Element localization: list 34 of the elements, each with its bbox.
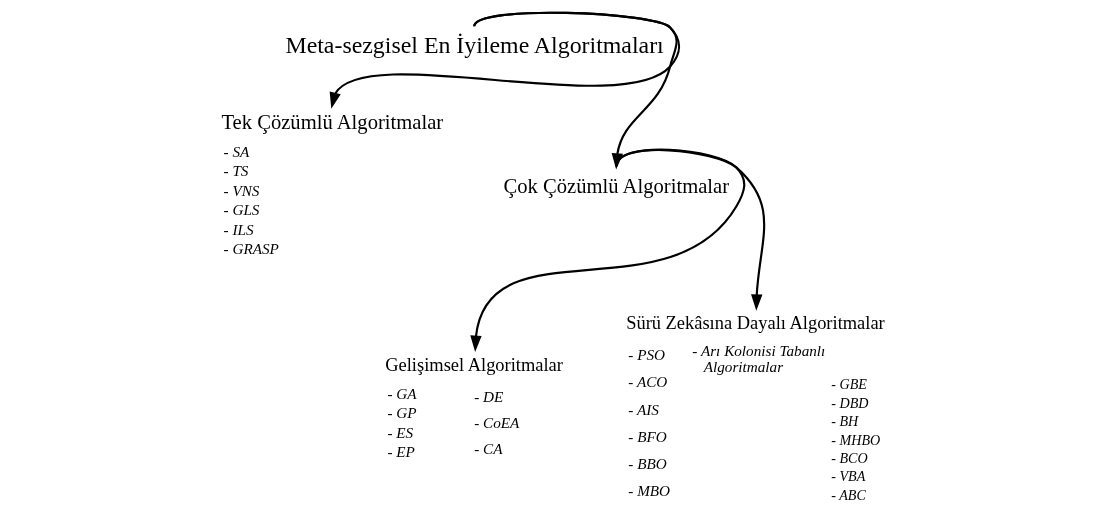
node-label: - ACO — [627, 373, 667, 391]
node-label: - TS — [223, 162, 248, 180]
node-label: - EP — [386, 443, 415, 461]
node-label: - BH — [830, 413, 858, 430]
node-label: - BCO — [830, 450, 868, 467]
node-label: - VNS — [223, 181, 259, 199]
node-label: - CoEA — [473, 414, 519, 432]
node-text: Gelişimsel Algoritmalar — [384, 355, 563, 375]
node-label: - PSO — [627, 346, 665, 364]
node-label: - DE — [473, 388, 503, 406]
arrow — [469, 148, 745, 352]
node-label: - GRASP — [223, 240, 279, 258]
node-label: - ES — [386, 423, 413, 441]
node-label: - Arı Kolonisi Tabanlı Algoritmalar — [691, 342, 825, 375]
node-label: - BBO — [627, 454, 667, 472]
node-label: - DBD — [830, 394, 868, 411]
node-label: - MHBO — [830, 431, 880, 448]
node-text: Çok Çözümlü Algoritmalar — [503, 174, 729, 197]
node-label: - GLS — [223, 201, 259, 219]
node-label: - MBO — [627, 481, 670, 499]
node-label: - GBE — [830, 376, 867, 393]
node-label: - ABC — [830, 486, 866, 503]
node-label: - GP — [386, 404, 417, 422]
node-label: - ILS — [223, 220, 254, 238]
node-label: - VBA — [830, 468, 865, 485]
node-text: Sürü Zekâsına Dayalı Algoritmalar — [625, 312, 885, 333]
node-label: - SA — [223, 142, 249, 160]
node-label: - BFO — [627, 427, 667, 445]
arrow — [614, 149, 765, 311]
node-label: - CA — [473, 440, 503, 458]
node-text: Meta-sezgisel En İyileme Algoritmaları — [284, 32, 664, 59]
node-label: - AIS — [627, 400, 659, 418]
node-label: - GA — [386, 384, 417, 402]
node-text: Tek Çözümlü Algoritmalar — [220, 110, 443, 133]
